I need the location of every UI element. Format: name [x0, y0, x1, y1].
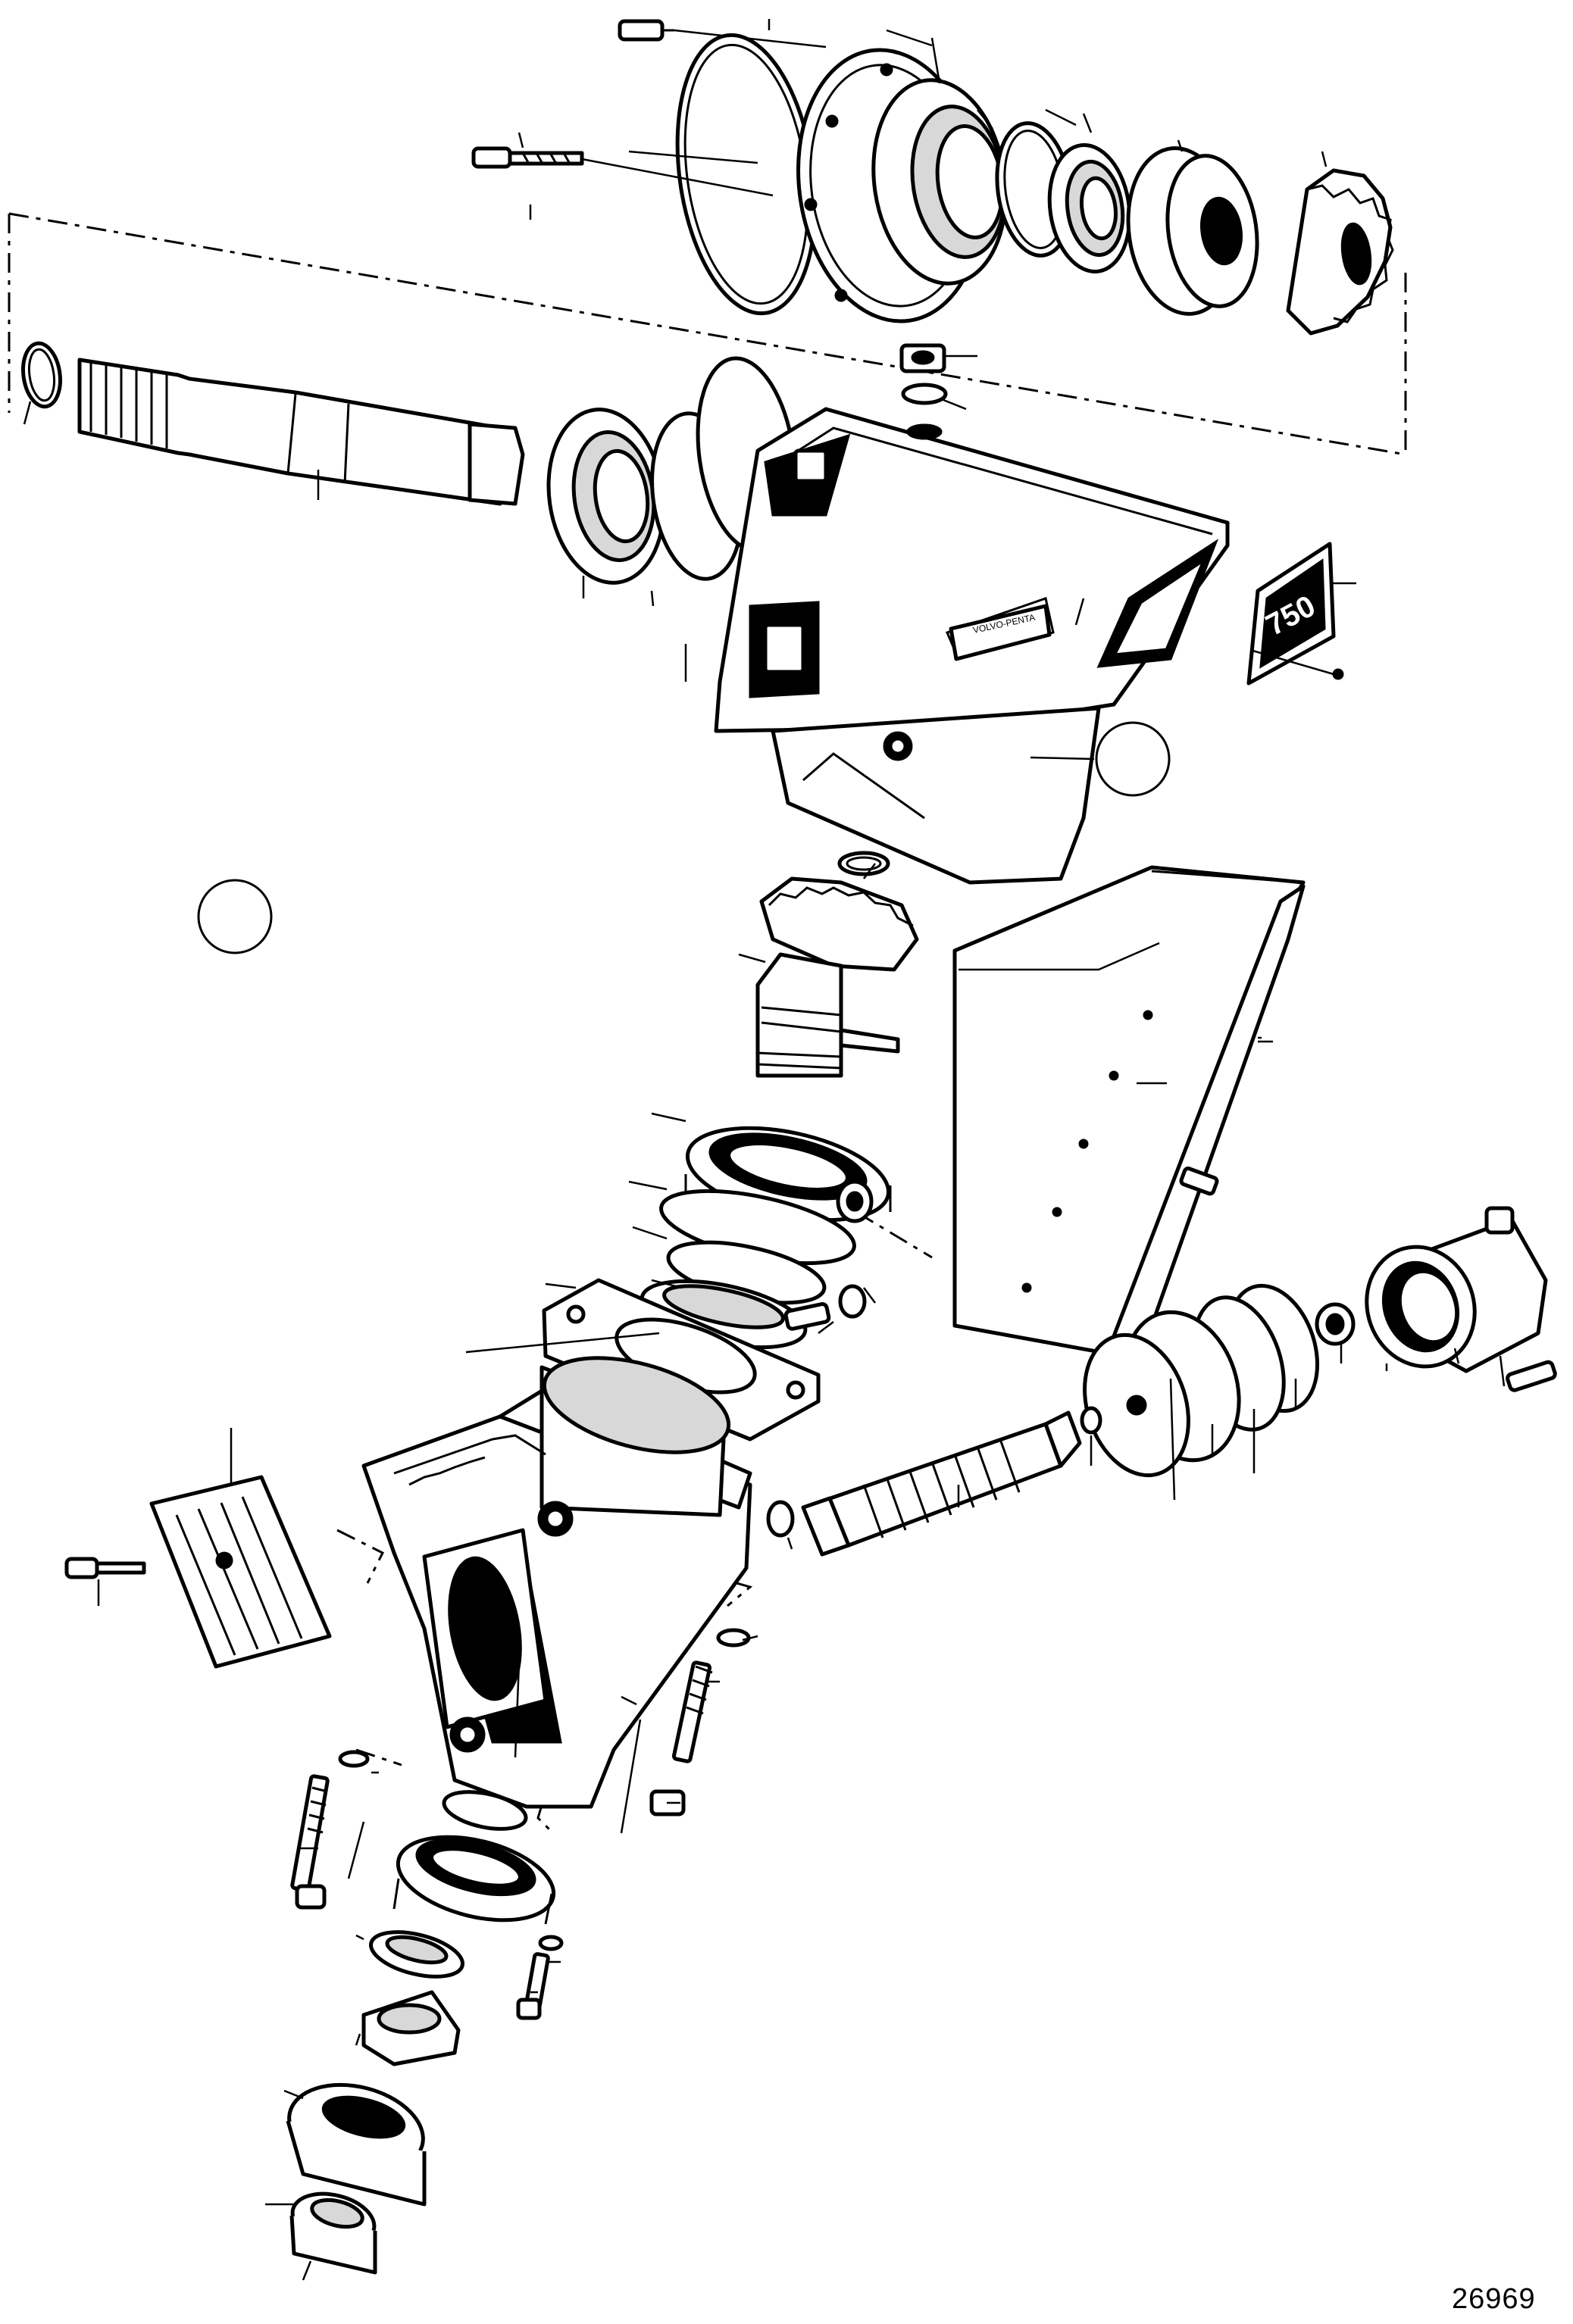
tapered-roller-bearing-upper	[1047, 143, 1132, 273]
small-bolt-washer	[783, 1284, 867, 1331]
upper-bevel-gear	[1286, 168, 1394, 336]
actuator-piston	[1083, 1310, 1241, 1478]
actuator-bolt	[1506, 1360, 1557, 1392]
vent-grille	[149, 1475, 332, 1669]
cover-screw	[1179, 1167, 1219, 1196]
housing-vent-plug	[899, 343, 948, 440]
upper-gear-housing	[714, 407, 1230, 885]
lower-o-ring	[442, 1790, 528, 1831]
bearing-cup	[1126, 146, 1259, 316]
figure-number: 26969	[1452, 2283, 1536, 2315]
callout-circle-left	[197, 879, 273, 954]
lower-nut	[361, 1990, 461, 2066]
worm-shaft	[766, 1406, 1102, 1557]
actuator-cylinder-housing	[1365, 1206, 1548, 1373]
vertical-pinion-gear	[755, 876, 919, 1078]
bearing-housing-flange	[796, 48, 1008, 323]
grille-screw	[64, 1557, 146, 1579]
lower-seal-ring	[286, 2082, 427, 2207]
splined-drive-shaft	[77, 358, 525, 506]
pinion-shim-stack	[659, 1189, 856, 1305]
needle-bearing	[289, 2191, 377, 2275]
pinion-shim	[837, 851, 890, 876]
lower-gear-housing	[361, 1356, 752, 1809]
leader-lines	[23, 19, 1506, 2281]
side-plug	[836, 1179, 874, 1223]
ball-bearing	[546, 408, 666, 585]
cover-plate	[952, 865, 1306, 1392]
callout-circle-right	[1095, 721, 1171, 797]
lower-lock-washer	[369, 1930, 464, 1979]
lower-screw-left	[290, 1750, 370, 1910]
actuator-plug	[1315, 1302, 1356, 1346]
model-badge: 750	[1246, 542, 1344, 686]
lower-stud-right	[649, 1628, 751, 1816]
housing-screw	[471, 146, 774, 197]
lower-screw-small	[516, 1935, 564, 2020]
lower-ball-bearing	[392, 1835, 556, 1925]
shaft-o-ring	[21, 341, 62, 409]
